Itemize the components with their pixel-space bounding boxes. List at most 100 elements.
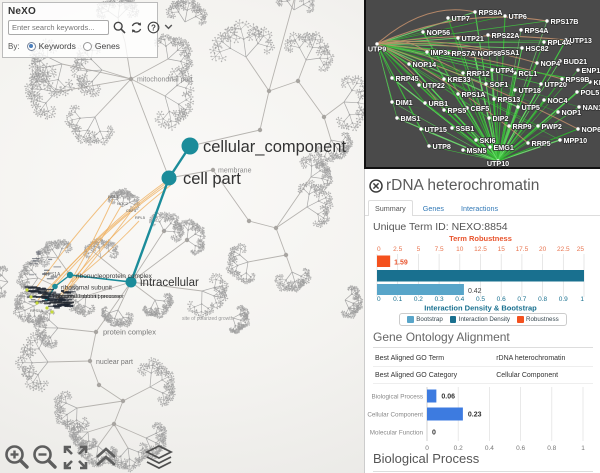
gene-node-HSC82[interactable] — [520, 46, 524, 50]
tree-node-label[interactable]: ribosomal subunit precursor — [53, 294, 121, 300]
gene-node-RPS17B[interactable] — [545, 19, 549, 23]
tree-node-label[interactable]: mitochondrial part — [137, 77, 193, 84]
gene-node-NOP1[interactable] — [556, 110, 560, 114]
gene-node-UTP7[interactable] — [446, 16, 450, 20]
tab-summary[interactable]: Summary — [368, 199, 413, 216]
gene-node-UTP15[interactable] — [419, 127, 423, 131]
radio-genes[interactable] — [82, 41, 92, 51]
gene-node-NOC4[interactable] — [542, 98, 546, 102]
gene-node-UTP13[interactable] — [564, 38, 568, 42]
go-score-bar — [427, 407, 463, 421]
gene-node-NAN1[interactable] — [577, 105, 581, 109]
gene-node-URB1[interactable] — [423, 101, 427, 105]
tree-node-label[interactable]: nuclear part — [96, 359, 133, 366]
collapse-all-button[interactable] — [94, 444, 118, 473]
gene-node-SOF1[interactable] — [484, 82, 488, 86]
gene-node-RPS7A[interactable] — [446, 51, 450, 55]
gene-node-EMG1[interactable] — [488, 145, 492, 149]
gene-node-PWP2[interactable] — [536, 124, 540, 128]
gene-node-NOP56[interactable] — [421, 30, 425, 34]
gene-node-UTP8[interactable] — [427, 144, 431, 148]
gene-node-RPS13[interactable] — [492, 97, 496, 101]
tree-node-label[interactable]: cell part — [183, 170, 241, 188]
gene-node-UTP21[interactable] — [456, 36, 460, 40]
gene-node-KRR1[interactable] — [588, 80, 592, 84]
robustness-bar — [377, 255, 391, 267]
tree-node-label[interactable]: protein complex — [103, 328, 156, 337]
close-icon[interactable] — [369, 179, 383, 193]
gene-node-label: ENP1 — [582, 66, 600, 75]
gene-node-label: RPS17B — [551, 17, 579, 26]
gene-node-RRP5[interactable] — [526, 141, 530, 145]
zoom-out-button[interactable] — [32, 444, 58, 473]
term-node-cellular_component[interactable] — [181, 137, 199, 155]
gene-node-RPS4A[interactable] — [519, 28, 523, 32]
search-icon[interactable] — [113, 21, 126, 34]
tab-genes[interactable]: Genes — [422, 204, 444, 213]
gene-node-RPS5[interactable] — [442, 108, 446, 112]
gene-node-RPS9B[interactable] — [560, 77, 564, 81]
gene-node-UTP5[interactable] — [516, 105, 520, 109]
gene-node-RRP45[interactable] — [390, 76, 394, 80]
gene-node-UTP18[interactable] — [513, 88, 517, 92]
tree-node-label[interactable]: membrane — [218, 168, 252, 175]
gene-node-ENP1[interactable] — [576, 68, 580, 72]
gene-node-NOP58[interactable] — [472, 51, 476, 55]
zoom-in-button[interactable] — [4, 444, 30, 473]
gene-node-UTP10[interactable] — [496, 159, 500, 163]
gene-node-RPS8A[interactable] — [473, 10, 477, 14]
gene-node-NOP14[interactable] — [407, 62, 411, 66]
search-input[interactable] — [8, 19, 109, 35]
tree-node-label[interactable]: cellular_component — [203, 138, 347, 156]
gene-node-CBF5[interactable] — [465, 106, 469, 110]
gene-node-BMS1[interactable] — [395, 116, 399, 120]
gene-node-KRE33[interactable] — [442, 77, 446, 81]
gene-node-RRP12[interactable] — [461, 71, 465, 75]
chevron-down-icon[interactable] — [164, 23, 173, 32]
gene-node-UTP6[interactable] — [503, 14, 507, 18]
gene-node-NOP6[interactable] — [576, 127, 580, 131]
gene-node-SSA1[interactable] — [495, 50, 499, 54]
tree-node-label[interactable]: ribosomal subunit — [61, 285, 112, 292]
tree-node-label[interactable]: intracellular — [140, 277, 199, 289]
tree-node-label[interactable]: RPS1A — [44, 272, 61, 278]
term-node-intracellular[interactable] — [125, 276, 137, 288]
layers-button[interactable] — [144, 444, 174, 473]
radio-keywords[interactable] — [26, 41, 36, 51]
gene-node-UTP22[interactable] — [417, 83, 421, 87]
gene-node-NOP4[interactable] — [535, 61, 539, 65]
gene-node-SSB1[interactable] — [450, 126, 454, 130]
tree-node-label[interactable]: ribonucleoprotein complex — [76, 273, 153, 280]
gene-node-POL5[interactable] — [575, 90, 579, 94]
gene-node-DIM1[interactable] — [390, 100, 394, 104]
gene-node-RPS22A[interactable] — [486, 33, 490, 37]
gene-node-label: RCL1 — [519, 69, 538, 78]
gene-node-UTP9[interactable] — [375, 42, 379, 46]
gene-node-RRP9[interactable] — [507, 124, 511, 128]
help-icon[interactable]: ? — [147, 21, 160, 34]
tree-node-label[interactable]: site of polarized growth — [182, 316, 234, 322]
refresh-icon[interactable] — [130, 21, 143, 34]
term-node-cell_part[interactable] — [161, 170, 177, 186]
search-panel: NeXO ? — [2, 2, 173, 58]
gene-node-RPL4A[interactable] — [542, 40, 546, 44]
gene-node-RCL1[interactable] — [513, 71, 517, 75]
gene-node-UTP20[interactable] — [539, 82, 543, 86]
term-node-ribonucleoprotein_complex[interactable] — [66, 271, 74, 279]
gene-node-label: NOC4 — [548, 96, 568, 105]
gene-node-MSN5[interactable] — [461, 148, 465, 152]
gene-node-DIP2[interactable] — [487, 116, 491, 120]
term-node-ribosomal_subunit[interactable] — [52, 283, 58, 290]
gene-node-label: NOP58 — [478, 49, 502, 58]
gene-node-label: KRR1 — [594, 78, 600, 87]
gene-node-MPP10[interactable] — [558, 138, 562, 142]
gene-node-RPS1A[interactable] — [456, 92, 460, 96]
gene-node-SKI6[interactable] — [474, 138, 478, 142]
gene-node-BUD21[interactable] — [558, 59, 562, 63]
fit-content-button[interactable] — [62, 444, 89, 473]
gene-node-UTP4[interactable] — [490, 68, 494, 72]
gene-node-IMP3[interactable] — [425, 50, 429, 54]
tab-interactions[interactable]: Interactions — [460, 204, 499, 213]
